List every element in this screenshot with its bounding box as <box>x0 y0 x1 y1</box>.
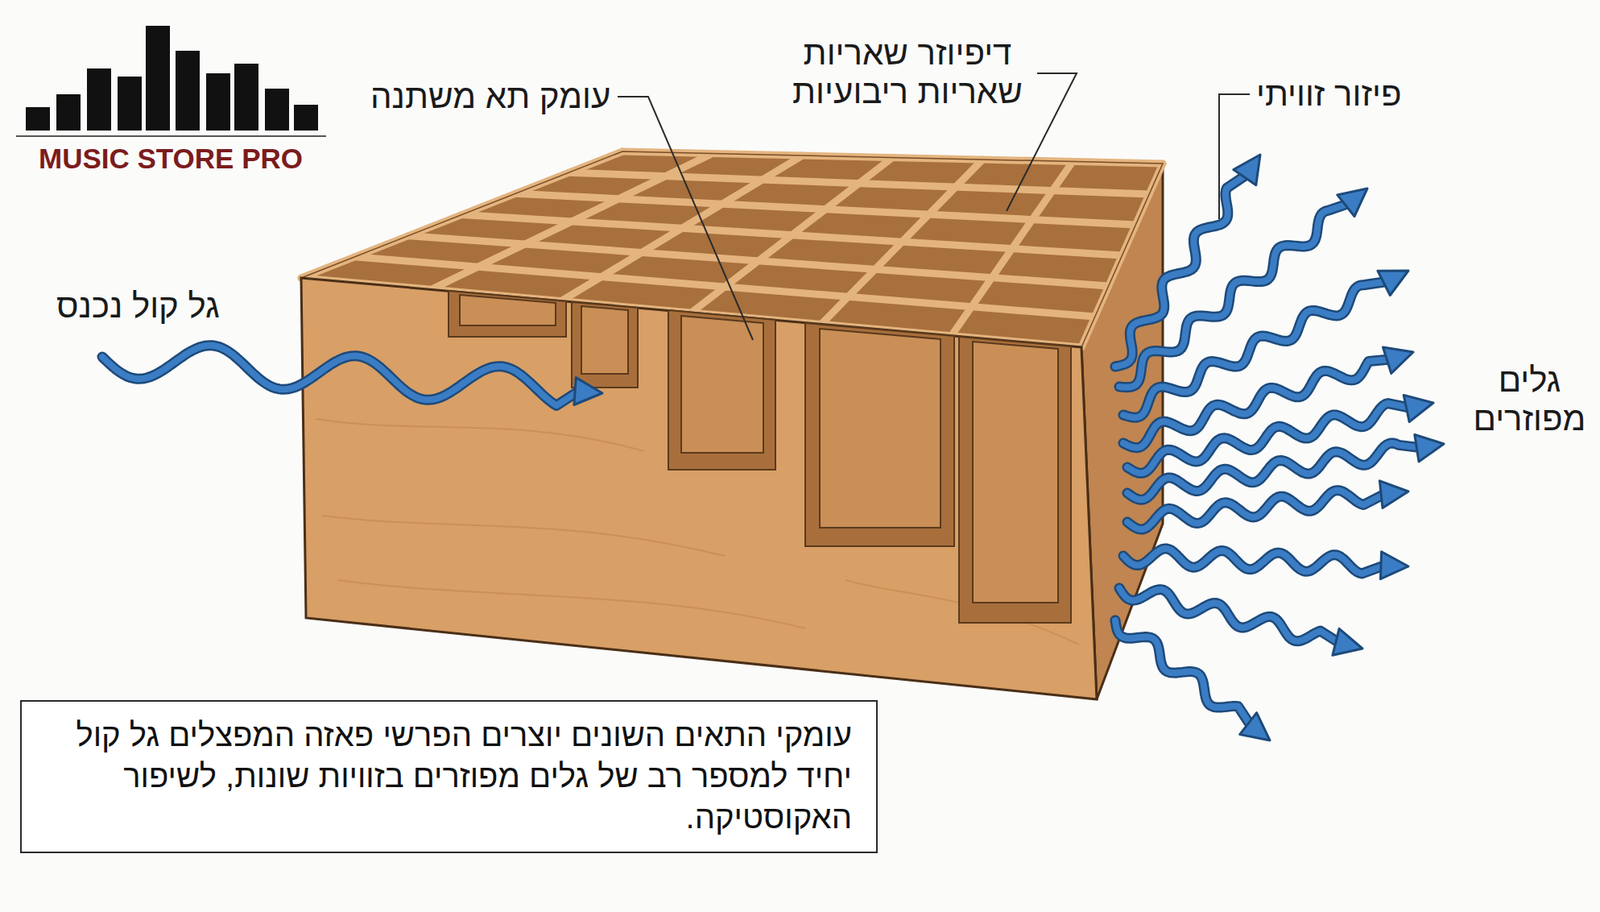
callout-label: פיזור זוויתי <box>1256 74 1402 114</box>
wave-outline <box>102 345 579 406</box>
wave-arrowhead <box>1403 394 1434 422</box>
wave-body <box>1127 490 1385 530</box>
wave-outline <box>1119 203 1349 388</box>
wave-arrowhead <box>574 377 603 406</box>
caption-box: עומקי התאים השונים יוצרים הפרשי פאזה המפ… <box>20 699 878 853</box>
block-front <box>301 277 1097 699</box>
wave-arrowhead <box>1332 628 1363 655</box>
wave-body <box>1127 442 1420 500</box>
wave-body <box>1115 620 1251 726</box>
wave-label: גלים מפוזרים <box>1464 360 1595 439</box>
wave-body <box>102 345 579 406</box>
wave-arrowhead <box>1240 712 1270 741</box>
wave-outline <box>1123 548 1385 574</box>
leader-lines <box>617 73 1250 340</box>
logo-text: MUSIC STORE PRO <box>38 142 303 175</box>
sound-waves <box>102 154 1444 741</box>
callout-label: דיפיוזר שאריות שאריות ריבועיות <box>784 33 1031 112</box>
logo-rule <box>16 135 327 137</box>
cell-slots <box>448 290 1071 623</box>
wave-arrowhead <box>1337 188 1368 217</box>
wave-outline <box>1127 490 1385 530</box>
wave-body <box>1123 359 1390 448</box>
wave-arrowhead <box>1233 154 1261 186</box>
wave-arrowhead <box>1383 347 1414 373</box>
wave-arrowhead <box>1377 270 1409 296</box>
wave-outline <box>1127 442 1420 500</box>
wave-outline <box>1123 359 1390 448</box>
wave-arrowhead <box>1379 480 1409 509</box>
wave-body <box>1123 548 1385 574</box>
wave-arrowhead <box>1380 551 1409 579</box>
wave-outline <box>1115 620 1251 726</box>
callout-label: עומק תא משתנה <box>370 77 611 116</box>
logo-bars <box>25 25 319 131</box>
wave-arrowhead <box>1414 434 1444 462</box>
wave-label: גל קול נכנס <box>56 286 220 326</box>
wave-body <box>1119 203 1349 388</box>
